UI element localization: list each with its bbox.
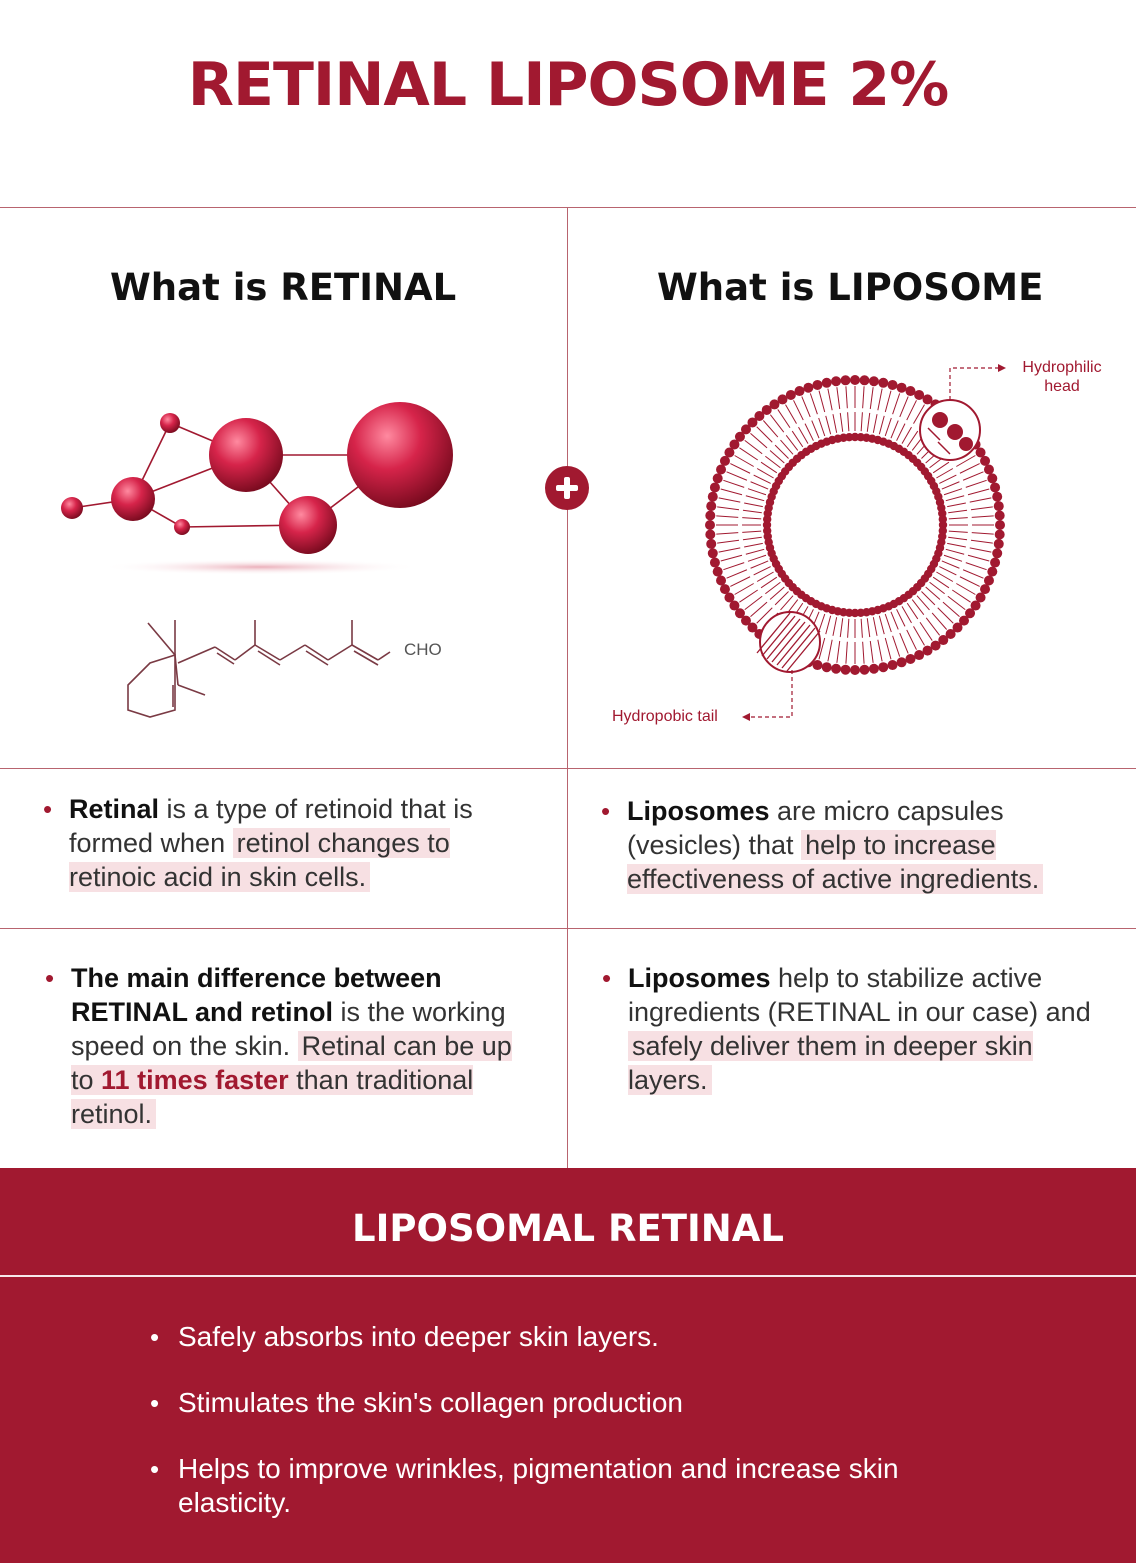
retinal-difference-text: is the working speed on the skin. xyxy=(71,997,506,1061)
bullet-icon: • xyxy=(602,963,612,993)
hydrophobic-tail-label: Hydropobic tail xyxy=(612,708,718,725)
divider-top xyxy=(0,207,1136,208)
highlight-part-a: Retinal can be up to xyxy=(71,1031,512,1095)
retinal-definition-highlight: retinol changes to retinoic acid in skin… xyxy=(69,828,450,892)
summary-title: LIPOSOMAL RETINAL xyxy=(352,1207,784,1250)
liposome-term: Liposomes xyxy=(627,796,770,826)
molecule-icon xyxy=(61,402,453,575)
bullet-icon: • xyxy=(43,794,53,824)
callout-lines xyxy=(742,364,1006,721)
liposome-definition: • Liposomes are micro capsules (vesicles… xyxy=(601,794,1097,896)
liposome-benefit: • Liposomes help to stabilize active ing… xyxy=(602,961,1098,1097)
summary-item: • Stimulates the skin's collagen producti… xyxy=(150,1386,978,1420)
speed-emphasis: 11 times faster xyxy=(101,1065,289,1095)
bullet-icon: • xyxy=(150,1388,160,1418)
bullet-icon: • xyxy=(150,1322,160,1352)
divider-middle xyxy=(0,768,1136,769)
liposome-benefit-text: help to stabilize active ingredients (RE… xyxy=(628,963,1091,1027)
divider-lower xyxy=(0,928,1136,929)
retinal-difference-lead: The main difference between RETINAL and … xyxy=(71,963,442,1027)
divider-vertical xyxy=(567,207,568,1168)
hydrophilic-head-label: Hydrophilic head xyxy=(1022,359,1102,395)
liposome-benefit-lead: Liposomes xyxy=(628,963,771,993)
summary-item-text: Safely absorbs into deeper skin layers. xyxy=(178,1321,659,1352)
retinal-heading: What is RETINAL xyxy=(110,266,457,309)
retinal-difference: • The main difference between RETINAL an… xyxy=(45,961,541,1131)
liposome-icon xyxy=(705,375,1005,675)
highlight-part-b: than traditional retinol. xyxy=(71,1065,474,1129)
bullet-icon: • xyxy=(45,963,55,993)
summary-item-text: Helps to improve wrinkles, pigmentation … xyxy=(178,1453,899,1518)
page-title: RETINAL LIPOSOME 2% xyxy=(187,50,949,120)
summary-band xyxy=(0,1168,1136,1563)
liposome-benefit-highlight: safely deliver them in deeper skin layer… xyxy=(628,1031,1033,1095)
summary-item: • Safely absorbs into deeper skin layers. xyxy=(150,1320,978,1354)
liposome-heading: What is LIPOSOME xyxy=(657,266,1044,309)
summary-item-text: Stimulates the skin's collagen productio… xyxy=(178,1387,683,1418)
retinal-term: Retinal xyxy=(69,794,160,824)
liposome-definition-text: are micro capsules (vesicles) that xyxy=(627,796,1004,860)
retinal-definition: • Retinal is a type of retinoid that is … xyxy=(43,792,539,894)
bullet-icon: • xyxy=(601,796,611,826)
bullet-icon: • xyxy=(150,1454,160,1484)
chemical-structure-icon xyxy=(127,620,391,718)
formula-label: CHO xyxy=(404,640,442,659)
plus-icon xyxy=(545,466,589,510)
summary-item: • Helps to improve wrinkles, pigmentation… xyxy=(150,1452,968,1520)
retinal-definition-text: is a type of retinoid that is formed whe… xyxy=(69,794,473,858)
summary-divider xyxy=(0,1275,1136,1277)
